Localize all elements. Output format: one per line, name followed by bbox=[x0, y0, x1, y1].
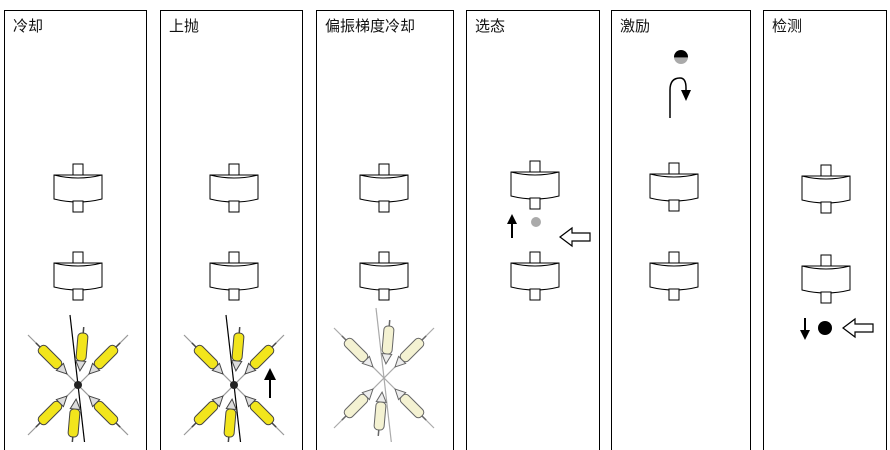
lower-cavity bbox=[801, 254, 851, 304]
panel-title: 激励 bbox=[620, 17, 651, 35]
up-arrow-icon bbox=[507, 214, 517, 238]
trajectory-arrow-icon bbox=[669, 77, 691, 118]
up-arrow-icon bbox=[264, 368, 276, 398]
hollow-arrow-icon bbox=[559, 227, 591, 247]
upper-cavity bbox=[801, 164, 851, 214]
panel-excitation: 激励 bbox=[611, 10, 751, 450]
launch-scene bbox=[184, 163, 284, 442]
laser-beams bbox=[334, 308, 434, 442]
hollow-arrow-icon bbox=[842, 318, 874, 338]
laser-beams bbox=[28, 315, 128, 442]
pgc-scene bbox=[334, 163, 434, 442]
lower-cavity bbox=[510, 251, 560, 301]
panel-state-selection: 选态 bbox=[466, 10, 600, 450]
excitation-scene bbox=[649, 50, 699, 301]
panel-title: 检测 bbox=[772, 17, 803, 35]
lower-cavity bbox=[649, 251, 699, 301]
panel-cooling: 冷却 bbox=[4, 10, 147, 450]
lower-cavity bbox=[209, 251, 259, 301]
down-arrow-icon bbox=[800, 318, 810, 340]
panel-polarization-gradient-cooling: 偏振梯度冷却 bbox=[316, 10, 454, 450]
atom-half-icon bbox=[674, 50, 688, 64]
lower-cavity bbox=[359, 251, 409, 301]
panel-title: 上抛 bbox=[169, 17, 200, 35]
panel-title: 选态 bbox=[475, 17, 506, 35]
panel-launch: 上抛 bbox=[160, 10, 303, 450]
state-selection-scene bbox=[507, 160, 591, 301]
upper-cavity bbox=[209, 163, 259, 213]
atom-cloud bbox=[531, 217, 541, 227]
upper-cavity bbox=[359, 163, 409, 213]
upper-cavity bbox=[510, 160, 560, 210]
upper-cavity bbox=[53, 163, 103, 213]
detection-scene bbox=[800, 164, 874, 340]
panel-detection: 检测 bbox=[763, 10, 887, 450]
panel-title: 偏振梯度冷却 bbox=[325, 17, 416, 35]
cooling-scene bbox=[28, 163, 128, 442]
lower-cavity bbox=[53, 251, 103, 301]
upper-cavity bbox=[649, 162, 699, 212]
atom-cloud bbox=[818, 321, 832, 335]
panel-title: 冷却 bbox=[13, 17, 44, 35]
